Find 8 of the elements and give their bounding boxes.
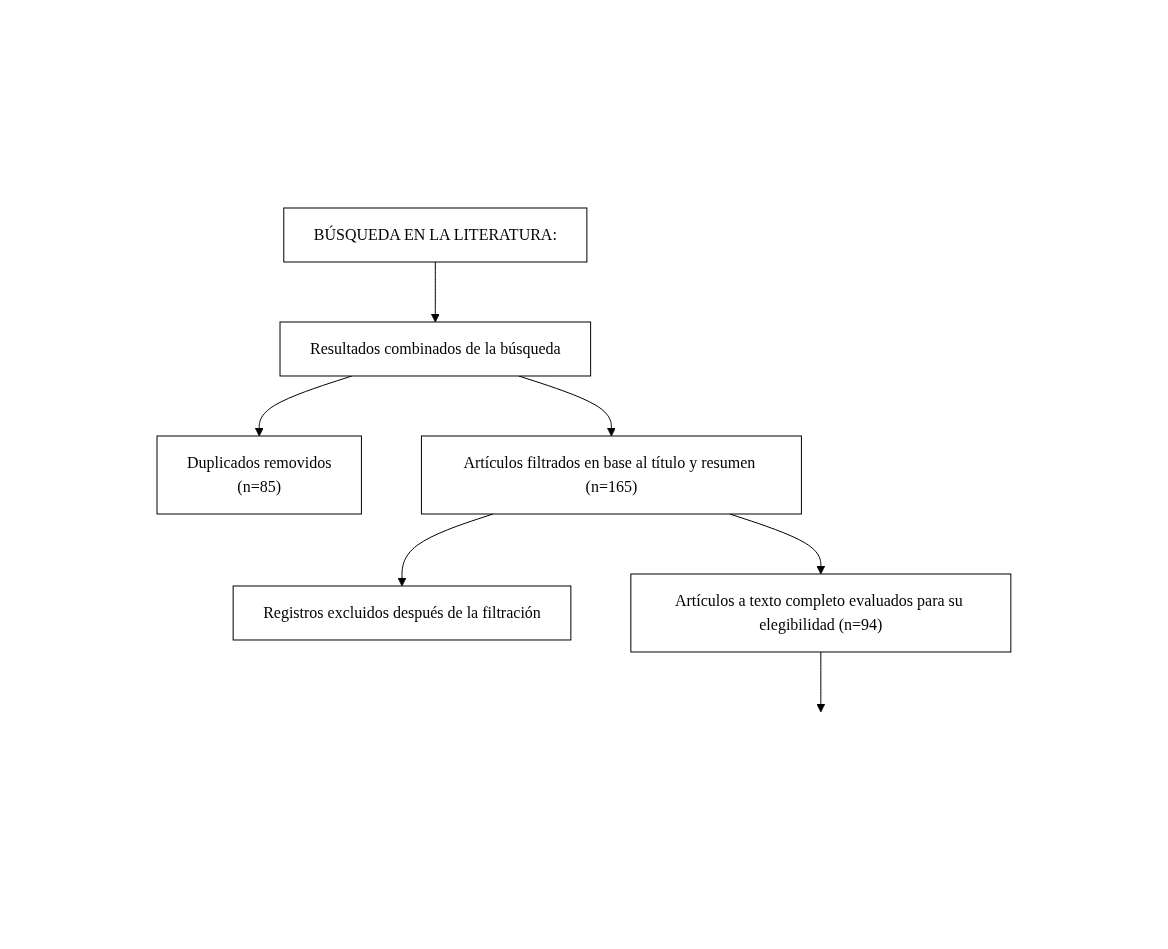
- node-box: Duplicados removidos (n=85): [156, 435, 362, 514]
- node-box: BÚSQUEDA EN LA LITERATURA:: [283, 207, 588, 262]
- node-box: Artículos a texto completo evaluados para su elegibilidad (n=94): [630, 573, 1012, 652]
- arrow: [431, 261, 440, 322]
- node-box: Resultados combinados de la búsqueda: [279, 321, 592, 376]
- node-box: Artículos filtrados en base al título y resumen (n=165): [421, 435, 802, 514]
- arrow: [816, 651, 826, 712]
- node-box: Registros excluidos después de la filtración: [232, 585, 572, 640]
